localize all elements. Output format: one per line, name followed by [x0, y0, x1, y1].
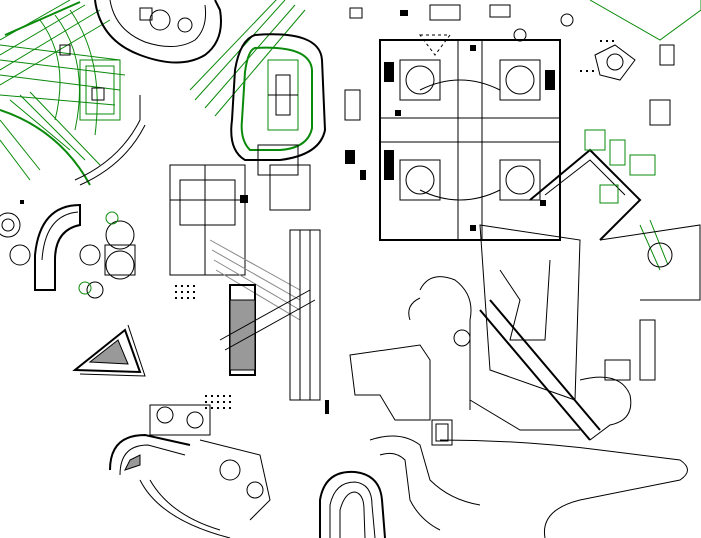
radial-garden	[0, 0, 146, 186]
central-grid-block	[169, 164, 321, 401]
column-grid-dots	[175, 40, 614, 409]
diagonal-megastructure	[349, 224, 601, 446]
east-courtyard-complex	[529, 129, 701, 381]
south-race-track	[319, 470, 386, 538]
round-pavilion	[94, 0, 222, 64]
south-west-circus	[109, 404, 271, 538]
left-rotunda-cluster	[0, 203, 136, 299]
minor-structures	[20, 4, 631, 414]
cross-plan-complex	[379, 34, 561, 241]
triangular-monument	[72, 324, 146, 377]
oval-stadium	[230, 33, 327, 211]
south-curved-terrace	[369, 376, 688, 538]
north-east-markers	[560, 0, 701, 126]
